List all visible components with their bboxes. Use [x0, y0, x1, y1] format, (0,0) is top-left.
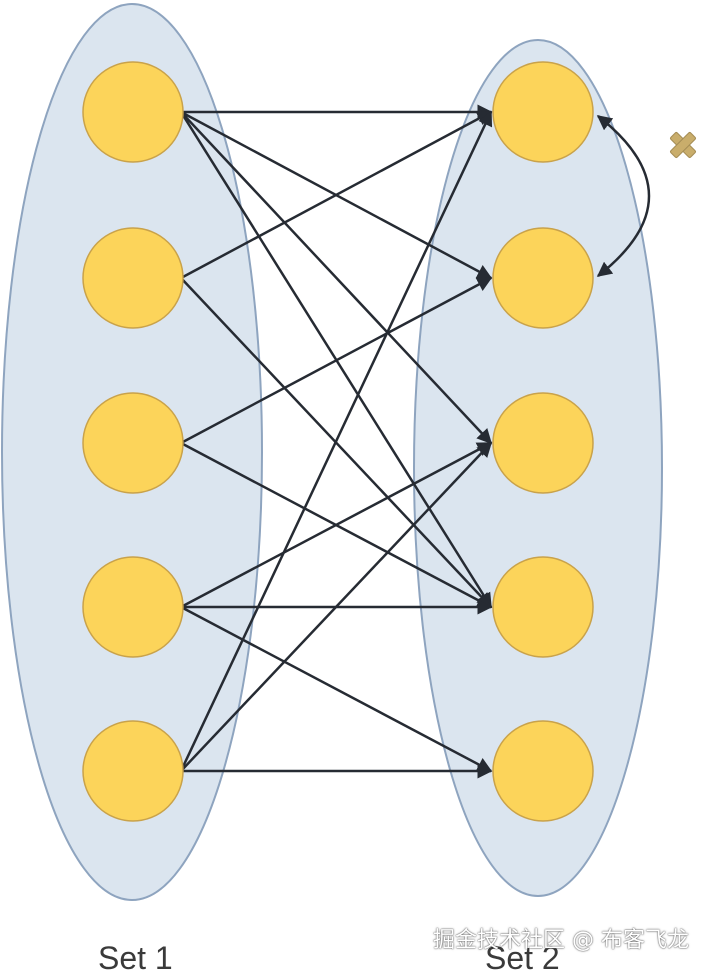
edge-1-3 — [180, 111, 493, 445]
edge-4-3 — [180, 441, 493, 609]
set1-node-2 — [82, 227, 184, 329]
watermark: 掘金技术社区 @ 布客飞龙 — [433, 928, 689, 953]
set1-node-5 — [82, 720, 184, 822]
edge-5-1 — [179, 110, 493, 772]
forbidden-link-arrow — [596, 115, 651, 277]
edge-5-3 — [180, 441, 493, 772]
edge-4-5 — [180, 605, 493, 773]
set2-node-3 — [492, 392, 594, 494]
set1-node-3 — [82, 392, 184, 494]
nodes-layer — [82, 61, 594, 822]
set2-label: Set 2 — [485, 940, 560, 976]
set2-node-1 — [492, 61, 594, 163]
edges-layer — [179, 104, 493, 779]
set2-node-5 — [492, 720, 594, 822]
edge-2-1 — [180, 110, 493, 280]
set1-node-1 — [82, 61, 184, 163]
set2-node-4 — [492, 556, 594, 658]
edge-3-2 — [180, 276, 493, 445]
cross-icon — [670, 132, 696, 158]
set2-node-2 — [492, 227, 594, 329]
set1-label: Set 1 — [98, 940, 173, 976]
set1-node-4 — [82, 556, 184, 658]
